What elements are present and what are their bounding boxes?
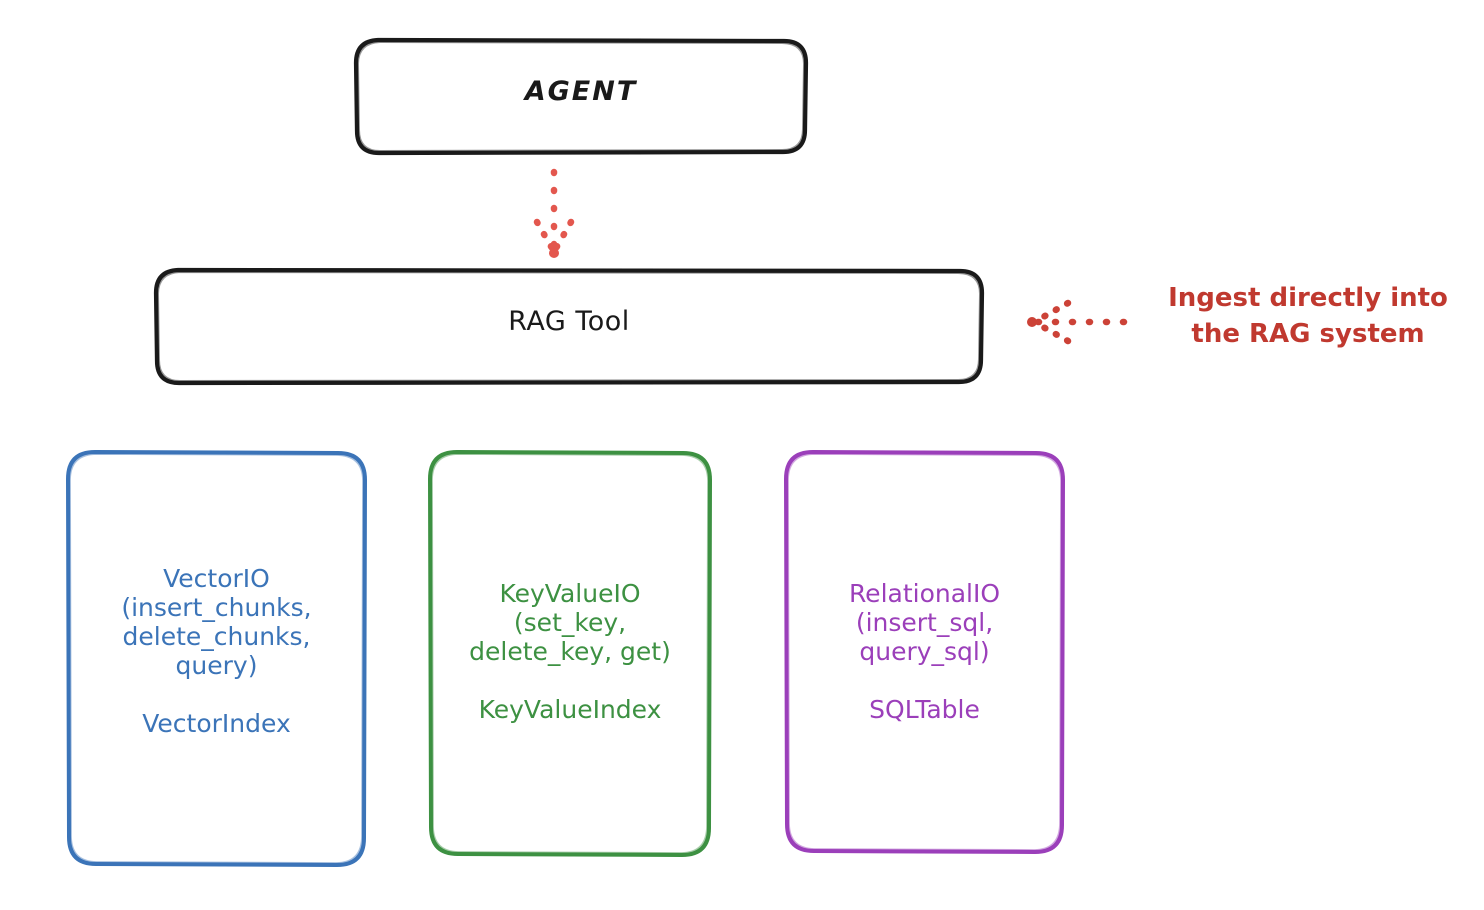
- ingest-arrow-arrowhead: [1027, 299, 1072, 345]
- node-rag-tool[interactable]: [153, 267, 985, 386]
- key-value-io-box-sketch-overlay: [431, 453, 709, 854]
- node-agent[interactable]: [353, 37, 809, 156]
- node-relational-io[interactable]: [784, 450, 1065, 854]
- agent-box-outline: [353, 37, 809, 156]
- node-vector-io[interactable]: [66, 450, 367, 867]
- relational-io-box-outline: [784, 450, 1065, 854]
- edge-agent-to-rag-tool-arrowhead: [533, 218, 575, 258]
- vector-io-box-outline: [66, 450, 367, 867]
- relational-io-box-sketch-overlay: [787, 453, 1062, 851]
- node-key-value-io[interactable]: [428, 450, 712, 857]
- agent-box-sketch-overlay: [357, 41, 805, 152]
- rag-tool-box-sketch-overlay: [157, 271, 981, 382]
- key-value-io-box-outline: [428, 450, 712, 857]
- edge-agent-to-rag-tool: [533, 168, 575, 258]
- edge-ingest-annotation: [1027, 299, 1137, 345]
- rag-tool-box-outline: [153, 267, 985, 386]
- vector-io-box-sketch-overlay: [69, 453, 364, 864]
